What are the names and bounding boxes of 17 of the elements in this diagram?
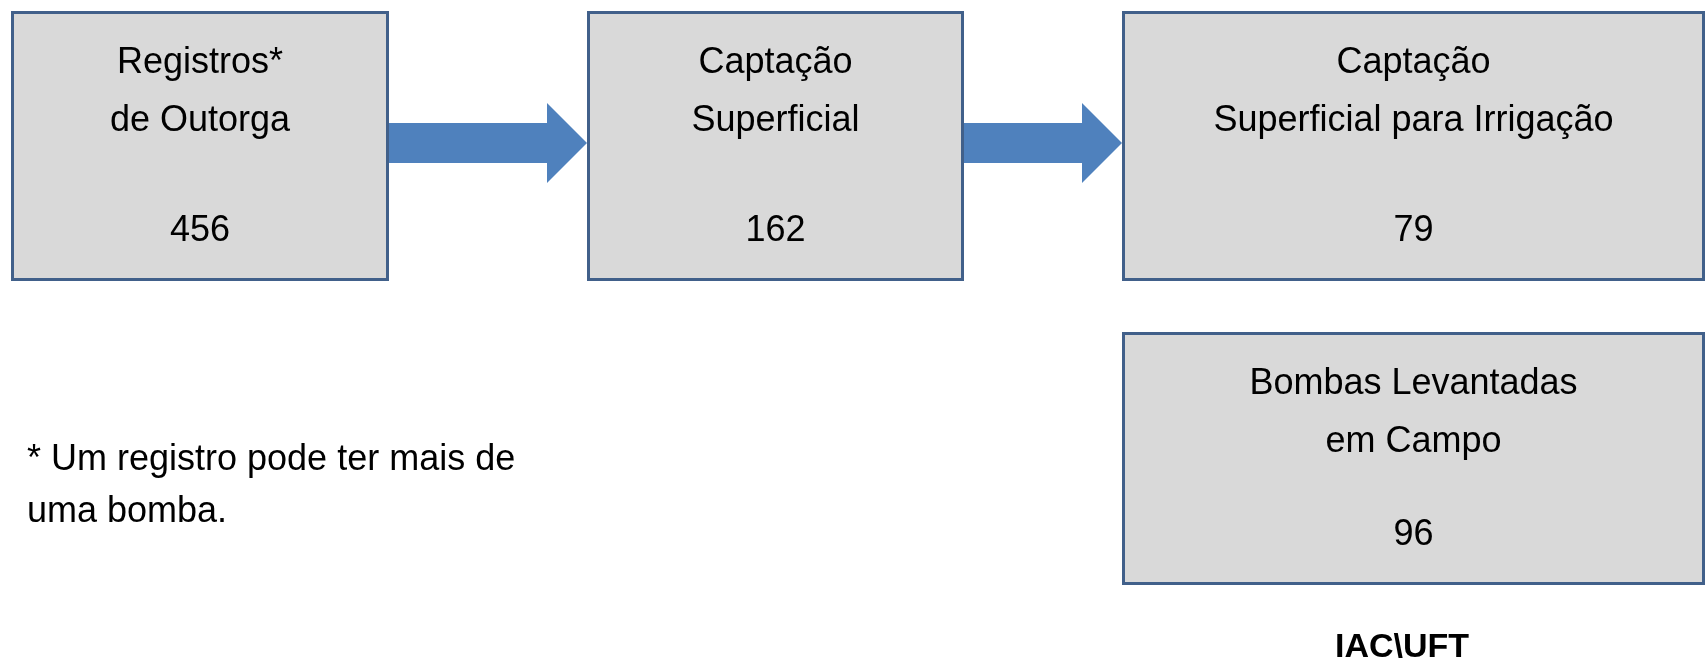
- credit-text: IAC\UFT: [1335, 626, 1470, 664]
- process-box: [587, 11, 964, 281]
- count-value: 79: [1393, 207, 1434, 251]
- process-box: [1122, 332, 1705, 585]
- box-title: Bombas Levantadas em Campo: [1248, 360, 1579, 462]
- count-value: 162: [745, 207, 806, 251]
- count-value: 456: [169, 207, 231, 251]
- box-title: Captação Superficial: [690, 39, 861, 141]
- box-title: Captação: [1336, 39, 1491, 83]
- process-box: [11, 11, 389, 281]
- block-arrow: [389, 103, 587, 183]
- box-title: Superficial para Irrigação: [1213, 97, 1614, 141]
- process-box: [1122, 11, 1705, 281]
- footnote: * Um registro pode ter mais de uma bomba.: [27, 436, 517, 532]
- count-value: 96: [1393, 511, 1434, 555]
- block-arrow: [964, 103, 1122, 183]
- box-title: Registros* de Outorga: [108, 39, 292, 141]
